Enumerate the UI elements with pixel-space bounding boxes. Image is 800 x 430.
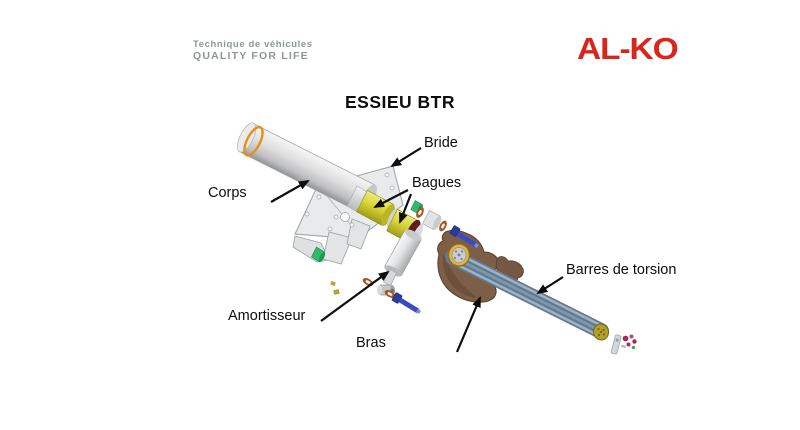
label-barres-de-torsion: Barres de torsion bbox=[566, 262, 677, 278]
label-corps: Corps bbox=[208, 185, 247, 201]
arrow-bras bbox=[455, 296, 482, 353]
end-disc-graphic bbox=[592, 323, 610, 341]
spacer-washer-set-graphic bbox=[410, 200, 447, 232]
arrow-bagues-1 bbox=[373, 189, 409, 208]
label-bride: Bride bbox=[424, 135, 458, 151]
small-part-graphic bbox=[330, 281, 336, 286]
arrow-amortisseur bbox=[320, 270, 390, 322]
label-amortisseur: Amortisseur bbox=[228, 308, 306, 324]
arrow-barres-de-torsion bbox=[536, 276, 564, 295]
bolt-graphic bbox=[391, 292, 421, 314]
label-bagues: Bagues bbox=[412, 175, 462, 191]
tagline-line2: QUALITY FOR LIFE bbox=[193, 50, 309, 62]
label-bras: Bras bbox=[356, 335, 386, 351]
tagline-line1: Technique de véhicules bbox=[193, 39, 313, 50]
small-part-graphic bbox=[333, 289, 340, 295]
alko-logo: AL-KO bbox=[577, 31, 679, 66]
arm-hub-graphic bbox=[447, 243, 471, 267]
green-bushing-left-graphic bbox=[311, 246, 326, 263]
arrow-corps bbox=[270, 180, 310, 203]
diagram-title: ESSIEU BTR bbox=[344, 92, 456, 112]
callout-arrows bbox=[270, 147, 564, 353]
torsion-bars-graphic bbox=[445, 249, 609, 339]
arrow-bride bbox=[390, 147, 422, 168]
screw-set-graphic bbox=[620, 334, 637, 350]
bolt-graphic bbox=[449, 225, 479, 248]
orange-band-graphic bbox=[243, 125, 264, 157]
retainer-clip-graphic bbox=[610, 334, 622, 355]
arrow-bagues-2 bbox=[398, 193, 413, 224]
